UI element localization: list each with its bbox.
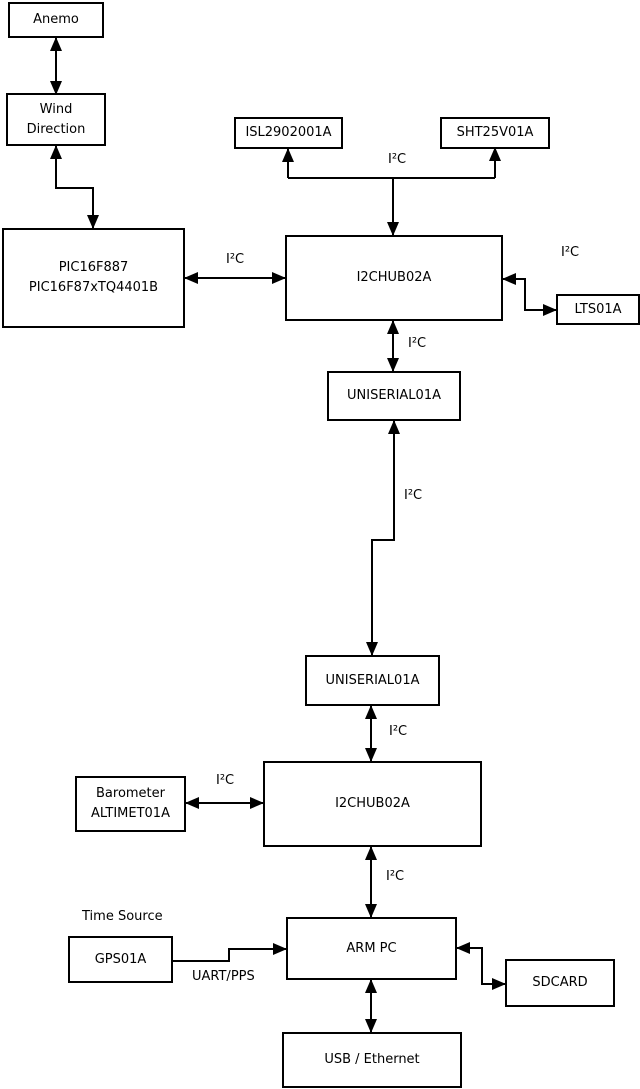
edge-label-pic-hub: I²C xyxy=(226,252,245,267)
node-anemo: Anemo xyxy=(8,2,104,38)
node-uniserial-top: UNISERIAL01A xyxy=(327,371,461,421)
node-lts01a: LTS01A xyxy=(556,294,640,325)
edge-label-barometer-hub2: I²C xyxy=(216,773,235,788)
node-isl2902001a: ISL2902001A xyxy=(234,117,343,149)
node-i2chub-bottom: I2CHUB02A xyxy=(263,761,482,847)
edge-label-uniserial-link: I²C xyxy=(404,488,423,503)
node-usb-ethernet: USB / Ethernet xyxy=(282,1032,462,1088)
node-gps01a: GPS01A xyxy=(68,936,173,983)
node-i2chub-top: I2CHUB02A xyxy=(285,235,503,321)
node-wind-direction: Wind Direction xyxy=(6,93,106,146)
node-barometer: Barometer ALTIMET01A xyxy=(75,776,186,832)
connector-i2chub-top-lts xyxy=(502,273,557,316)
edge-label-hub-uniserial: I²C xyxy=(408,336,427,351)
edge-label-hub2-armpc: I²C xyxy=(386,869,405,884)
connector-armpc-sdcard xyxy=(456,942,506,990)
node-pic: PIC16F887 PIC16F87xTQ4401B xyxy=(2,228,185,328)
connector-gps-armpc xyxy=(173,943,287,962)
edge-label-uniserial-hub2: I²C xyxy=(389,724,408,739)
connector-winddirection-pic xyxy=(50,145,99,229)
node-uniserial-bottom: UNISERIAL01A xyxy=(305,655,440,706)
edge-label-hub-lts: I²C xyxy=(561,245,580,260)
edge-label-sensor-bus: I²C xyxy=(388,152,407,167)
node-arm-pc: ARM PC xyxy=(286,917,457,980)
node-sdcard: SDCARD xyxy=(505,959,615,1007)
connector-uniserial-link xyxy=(366,420,400,656)
annotation-time-source: Time Source xyxy=(82,909,163,924)
edge-label-gps-armpc: UART/PPS xyxy=(192,969,255,984)
node-sht25v01a: SHT25V01A xyxy=(440,117,550,149)
